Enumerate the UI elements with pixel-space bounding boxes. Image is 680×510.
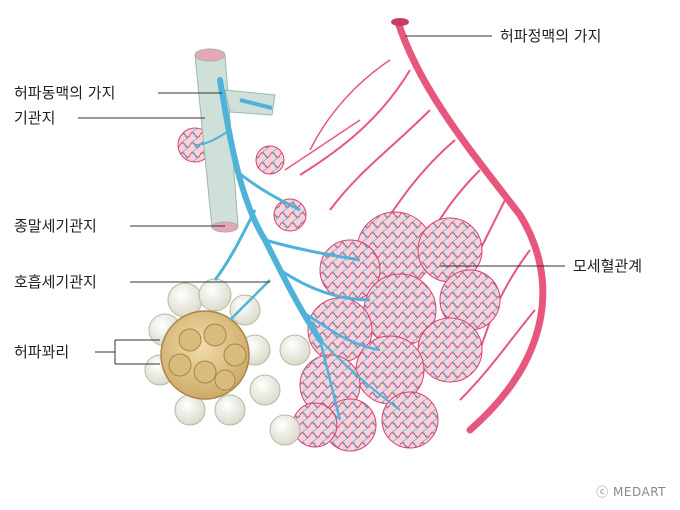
label-terminal-bronchiole: 종말세기관지 xyxy=(14,217,97,235)
label-alveoli: 허파꽈리 xyxy=(14,343,70,361)
leader-lines xyxy=(78,35,565,365)
label-pulmonary-artery-branch: 허파동맥의 가지 xyxy=(14,84,116,102)
label-respiratory-bronchiole: 호흡세기관지 xyxy=(14,273,97,291)
copyright-credit: ⓒ MEDART xyxy=(596,485,666,499)
label-bronchiole: 기관지 xyxy=(14,109,56,127)
alveoli-cutaway xyxy=(160,310,250,400)
label-capillary-network: 모세혈관계 xyxy=(573,257,643,275)
label-pulmonary-vein-branch: 허파정맥의 가지 xyxy=(500,27,602,45)
pulmonary-artery-branch xyxy=(194,77,401,421)
bronchus-tube xyxy=(194,48,276,233)
capillary-network xyxy=(177,127,501,452)
